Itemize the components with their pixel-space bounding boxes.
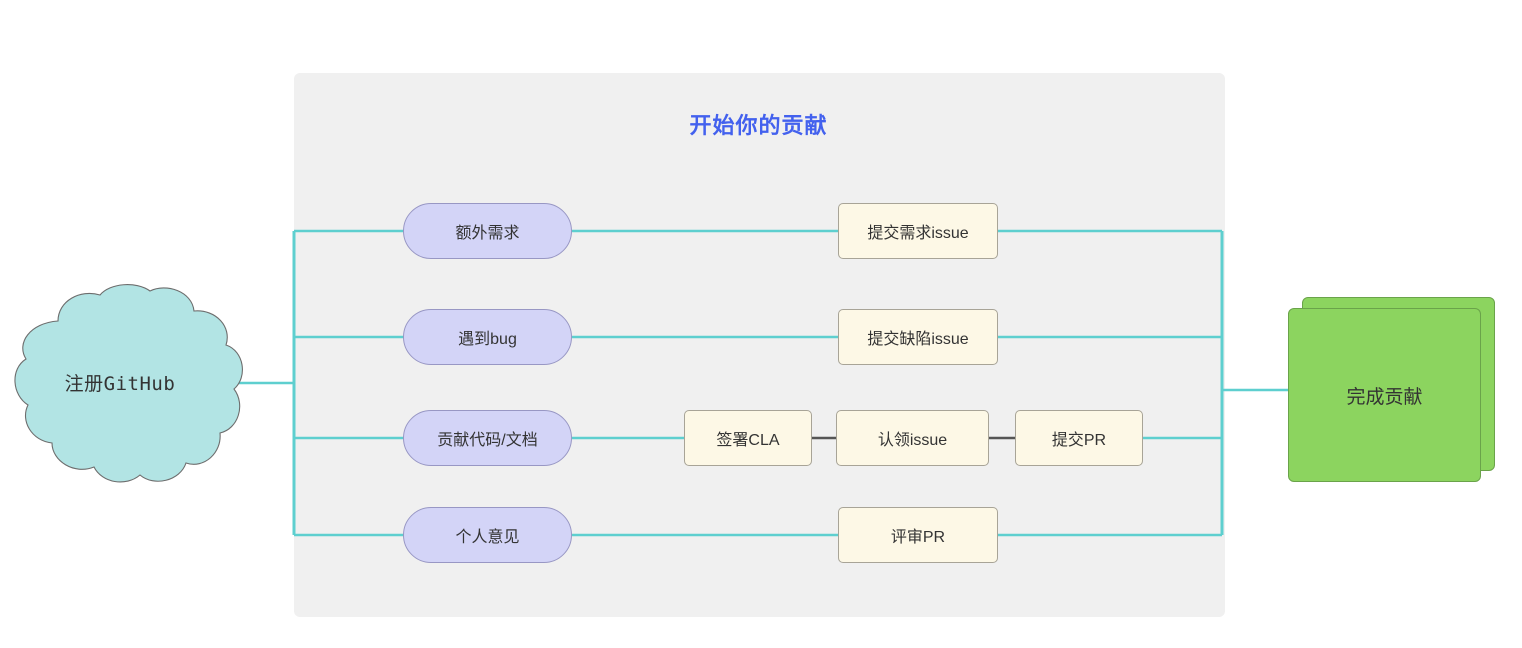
stacked-rect-front: 完成贡献 (1288, 308, 1481, 482)
subgraph-title: 开始你的贡献 (689, 113, 828, 138)
node-submit-pr[interactable]: 提交PR (1015, 410, 1143, 466)
node-contribute-code-doc[interactable]: 贡献代码/文档 (403, 410, 572, 466)
node-submit-defect-issue[interactable]: 提交缺陷issue (838, 309, 998, 365)
node-encounter-bug[interactable]: 遇到bug (403, 309, 572, 365)
node-submit-feature-issue[interactable]: 提交需求issue (838, 203, 998, 259)
node-extra-requirement[interactable]: 额外需求 (403, 203, 572, 259)
node-personal-opinion[interactable]: 个人意见 (403, 507, 572, 563)
node-claim-issue[interactable]: 认领issue (836, 410, 989, 466)
node-review-pr[interactable]: 评审PR (838, 507, 998, 563)
node-start-github[interactable]: 注册GitHub (64, 372, 176, 395)
node-sign-cla[interactable]: 签署CLA (684, 410, 812, 466)
node-finish-contribution[interactable]: 完成贡献 (1288, 297, 1495, 482)
